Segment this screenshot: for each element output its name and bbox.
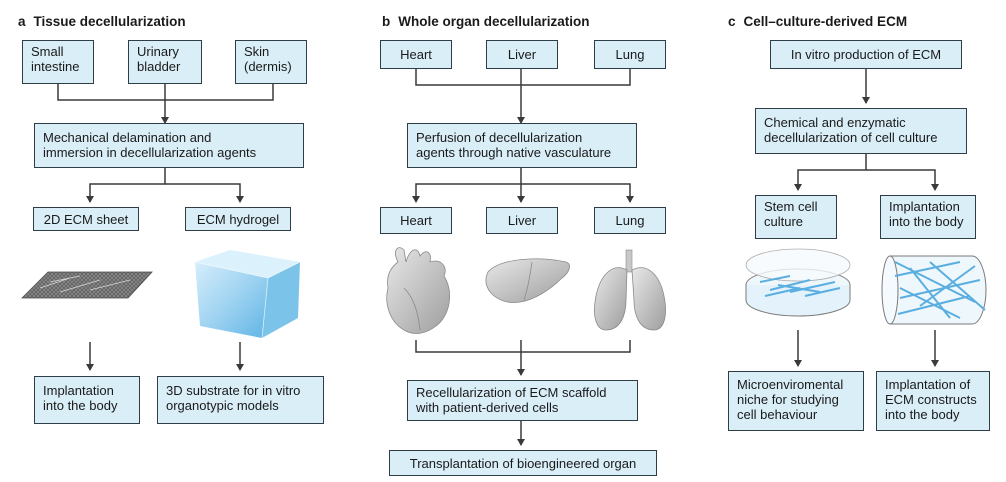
- panel-c-connectors: [794, 69, 939, 367]
- ecm-sheet-image: [21, 271, 153, 299]
- panel-c-title-text: Cell–culture-derived ECM: [743, 14, 908, 29]
- recellularization-box: Recellularization of ECM scaffold with p…: [407, 380, 638, 421]
- panel-c-letter: c: [728, 14, 736, 29]
- decell-lung-box: Lung: [594, 207, 666, 234]
- transplantation-box: Transplantation of bioengineered organ: [389, 450, 657, 476]
- source-small-intestine-box: Small intestine: [22, 40, 94, 84]
- ecm-constructs-box: Implantation of ECM constructs into the …: [876, 371, 990, 431]
- source-urinary-bladder-box: Urinary bladder: [128, 40, 202, 84]
- petri-dish-image: [745, 248, 851, 317]
- perfusion-box: Perfusion of decellularization agents th…: [407, 123, 637, 168]
- source-skin-dermis-box: Skin (dermis): [235, 40, 307, 84]
- organ-liver-box: Liver: [486, 40, 558, 69]
- lung-organ-image: [594, 249, 666, 331]
- panel-a-title: a Tissue decellularization: [18, 14, 186, 29]
- panel-b-letter: b: [382, 14, 391, 29]
- panel-c-title: c Cell–culture-derived ECM: [728, 14, 907, 29]
- panel-a-connectors: [57, 84, 274, 371]
- ecm-hydrogel-image: [194, 250, 301, 339]
- decell-heart-box: Heart: [380, 207, 452, 234]
- implantation-body-box: Implantation into the body: [880, 195, 976, 239]
- ecm-hydrogel-box: ECM hydrogel: [185, 207, 291, 231]
- implantation-box: Implantation into the body: [34, 376, 140, 424]
- ecm-sheet-box: 2D ECM sheet: [33, 207, 139, 231]
- panel-b-connectors: [412, 69, 634, 446]
- panel-a-title-text: Tissue decellularization: [33, 14, 186, 29]
- microenvironmental-niche-box: Microenviromental niche for studying cel…: [728, 371, 864, 431]
- mechanical-delamination-box: Mechanical delamination and immersion in…: [34, 123, 304, 168]
- liver-organ-image: [485, 258, 570, 303]
- panel-b-title: b Whole organ decellularization: [382, 14, 590, 29]
- stem-cell-culture-box: Stem cell culture: [755, 195, 837, 239]
- organ-lung-box: Lung: [594, 40, 666, 69]
- scaffold-cylinder-image: [881, 255, 987, 325]
- chemical-enzymatic-box: Chemical and enzymatic decellularization…: [755, 108, 967, 154]
- panel-b-title-text: Whole organ decellularization: [398, 14, 590, 29]
- panel-a-letter: a: [18, 14, 26, 29]
- 3d-substrate-box: 3D substrate for in vitro organotypic mo…: [157, 376, 324, 424]
- in-vitro-production-box: In vitro production of ECM: [770, 40, 962, 69]
- decell-liver-box: Liver: [486, 207, 558, 234]
- organ-heart-box: Heart: [380, 40, 452, 69]
- heart-organ-image: [386, 247, 450, 334]
